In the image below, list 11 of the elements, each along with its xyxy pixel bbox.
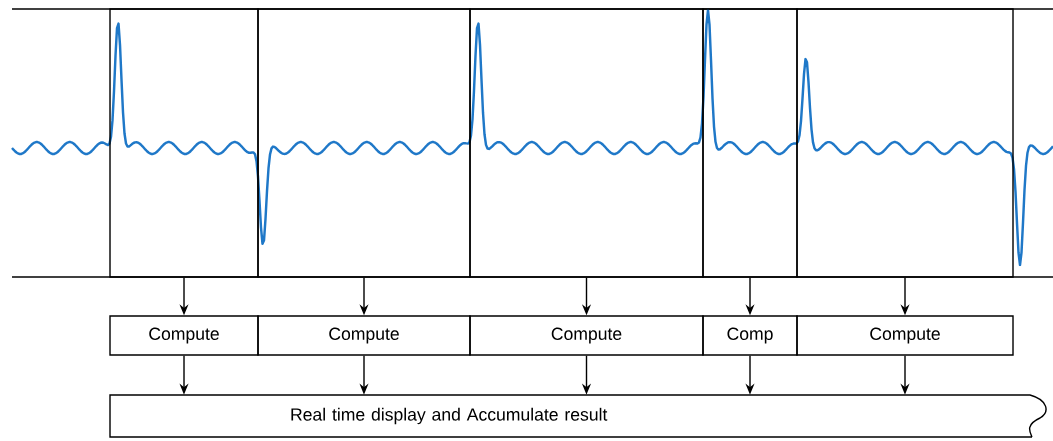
signal-frame bbox=[702, 8, 798, 278]
process-box: Compute bbox=[796, 315, 1014, 356]
process-box: Compute bbox=[257, 315, 471, 356]
signal-frame bbox=[109, 8, 259, 278]
signal-frame bbox=[796, 8, 1014, 278]
process-box: Compute bbox=[469, 315, 704, 356]
result-banner: Real time display and Accumulate result bbox=[109, 394, 1047, 438]
process-box: Compute bbox=[109, 315, 259, 356]
process-box: Comp bbox=[702, 315, 798, 356]
signal-frame bbox=[257, 8, 471, 278]
signal-frame bbox=[469, 8, 704, 278]
